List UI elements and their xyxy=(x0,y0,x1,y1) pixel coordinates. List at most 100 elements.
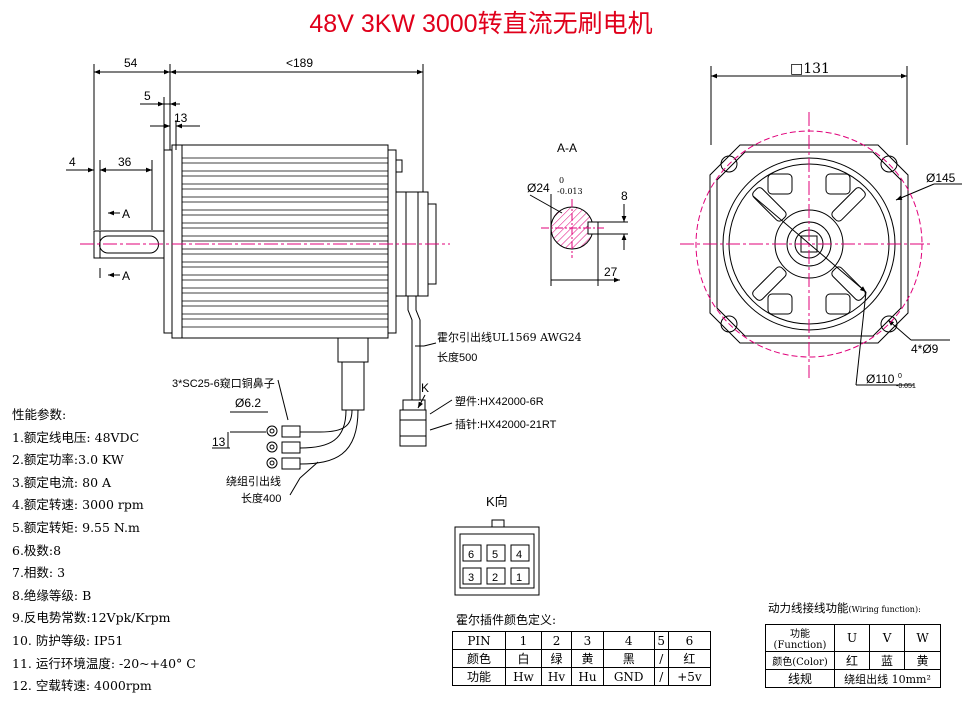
table-row: PIN 1 2 3 4 5 6 xyxy=(452,631,712,650)
table-cell: 5 xyxy=(653,631,669,650)
table-cell: Hu xyxy=(571,667,604,686)
spec-heading: 性能参数: xyxy=(12,407,67,422)
dim-5: 5 xyxy=(144,89,151,103)
spec-item: 1.额定线电压: 48VDC xyxy=(12,429,140,445)
hall-color-table: PIN 1 2 3 4 5 6 颜色 白 绿 黄 黑 / 红 功能 Hw Hv … xyxy=(452,631,712,686)
table-cell: 绿 xyxy=(540,649,573,668)
connector-pin-2: 2 xyxy=(492,572,498,584)
dim-13-lower: 13 xyxy=(212,435,226,449)
spec-item: 4.额定转速: 3000 rpm xyxy=(12,497,144,513)
power-caption-main: 动力线接线功能 xyxy=(768,601,849,615)
power-caption-small: (Wiring function): xyxy=(848,605,921,614)
power-table-caption: 动力线接线功能(Wiring function): xyxy=(768,600,921,616)
table-cell: V xyxy=(869,624,906,652)
drawing-title: 48V 3KW 3000转直流无刷电机 xyxy=(309,10,653,38)
section-a-top: A xyxy=(122,207,130,221)
table-cell: / xyxy=(653,667,669,686)
section-a-bottom: A xyxy=(122,269,130,283)
table-cell: W xyxy=(904,624,941,652)
side-view xyxy=(66,64,453,496)
dim-13-top: 13 xyxy=(174,111,188,125)
connector-pin-4: 4 xyxy=(516,549,522,561)
table-cell: Hv xyxy=(540,667,573,686)
spec-item: 6.极数:8 xyxy=(12,542,62,558)
table-cell: 红 xyxy=(667,649,712,668)
table-cell: / xyxy=(653,649,669,668)
table-cell: Hw xyxy=(505,667,542,686)
hall-wire-length: 长度500 xyxy=(437,350,477,364)
table-cell: PIN xyxy=(452,631,506,650)
dim-d24-tol-top: 0 xyxy=(559,176,564,185)
table-cell: 绕组出线 10mm² xyxy=(834,669,941,688)
spec-list: 性能参数: 1.额定线电压: 48VDC 2.额定功率:3.0 KW 3.额定电… xyxy=(12,404,196,698)
k-mark: K xyxy=(421,381,429,395)
table-cell: 功能(Function) xyxy=(765,624,835,652)
spec-item: 3.额定电流: 80 A xyxy=(12,474,112,490)
dim-d62: Ø6.2 xyxy=(235,396,261,410)
table-cell: 颜色(Color) xyxy=(765,651,835,670)
connector-pin-1: 1 xyxy=(516,572,522,584)
k-view-connector xyxy=(454,519,540,596)
table-row: 颜色(Color) 红 蓝 黄 xyxy=(765,651,941,670)
dim-4: 4 xyxy=(69,155,76,169)
dim-d110-tol-top: 0 xyxy=(898,373,902,380)
table-cell: 功能 xyxy=(452,667,506,686)
table-cell: 4 xyxy=(602,631,655,650)
spec-item: 10. 防护等级: IP51 xyxy=(12,632,124,648)
power-wiring-table: 功能(Function) U V W 颜色(Color) 红 蓝 黄 线规 绕组… xyxy=(765,624,941,688)
connector-pin-6: 6 xyxy=(468,549,474,561)
dim-27: 27 xyxy=(604,265,618,279)
table-cell: 红 xyxy=(833,651,871,670)
spec-item: 11. 运行环境温度: -20~+40° C xyxy=(12,655,196,671)
dim-d145: Ø145 xyxy=(926,171,956,185)
table-cell: GND xyxy=(602,667,655,686)
spec-item: 2.额定功率:3.0 KW xyxy=(12,452,124,468)
hall-wire-label: 霍尔引出线UL1569 AWG24 xyxy=(437,330,582,344)
front-view xyxy=(709,66,962,386)
dim-36: 36 xyxy=(118,155,132,169)
table-cell: 黄 xyxy=(904,651,941,670)
dim-189: <189 xyxy=(286,56,313,70)
connector-pin-5: 5 xyxy=(492,549,498,561)
table-row: 线规 绕组出线 10mm² xyxy=(765,669,941,688)
plug-shell-label: 塑件:HX42000-6R xyxy=(455,394,544,408)
table-row: 功能(Function) U V W xyxy=(765,624,941,652)
dim-d110: Ø110 xyxy=(866,372,895,386)
table-cell: 2 xyxy=(540,631,573,650)
connector-pin-3: 3 xyxy=(468,572,474,584)
table-cell: 1 xyxy=(505,631,542,650)
dim-d24: Ø24 xyxy=(527,181,550,195)
section-aa-label: A-A xyxy=(557,141,577,155)
table-cell: 白 xyxy=(505,649,542,668)
table-cell: 黑 xyxy=(602,649,655,668)
winding-wire-label: 绕组引出线 xyxy=(226,474,281,488)
lug-label: 3*SC25-6窥口铜鼻子 xyxy=(172,376,275,390)
dim-8: 8 xyxy=(621,189,628,203)
table-cell: 线规 xyxy=(765,669,835,688)
spec-item: 9.反电势常数:12Vpk/Krpm xyxy=(12,610,171,626)
table-cell: 3 xyxy=(571,631,604,650)
dim-131: □131 xyxy=(790,61,830,77)
spec-item: 8.绝缘等级: B xyxy=(12,587,92,603)
dim-d24-tol-bot: -0.013 xyxy=(557,187,583,196)
table-cell: 蓝 xyxy=(869,651,906,670)
hall-table-caption: 霍尔插件颜色定义: xyxy=(456,613,557,627)
table-cell: 6 xyxy=(667,631,712,650)
spec-item: 7.相数: 3 xyxy=(12,565,66,581)
table-cell: 颜色 xyxy=(452,649,506,668)
dim-d110-tol-bot: -0.051 xyxy=(896,383,916,390)
table-cell: +5v xyxy=(667,667,712,686)
dim-4x9: 4*Ø9 xyxy=(911,342,939,356)
dim-54: 54 xyxy=(124,56,138,70)
section-aa xyxy=(529,194,628,286)
table-row: 功能 Hw Hv Hu GND / +5v xyxy=(452,667,712,686)
winding-wire-length: 长度400 xyxy=(241,491,281,505)
plug-pin-label: 插针:HX42000-21RT xyxy=(455,417,557,431)
k-view-label: K向 xyxy=(486,494,508,509)
table-cell: 黄 xyxy=(571,649,604,668)
spec-item: 5.额定转矩: 9.55 N.m xyxy=(12,519,140,535)
table-row: 颜色 白 绿 黄 黑 / 红 xyxy=(452,649,712,668)
table-cell: U xyxy=(833,624,871,652)
spec-item: 12. 空载转速: 4000rpm xyxy=(12,678,152,694)
